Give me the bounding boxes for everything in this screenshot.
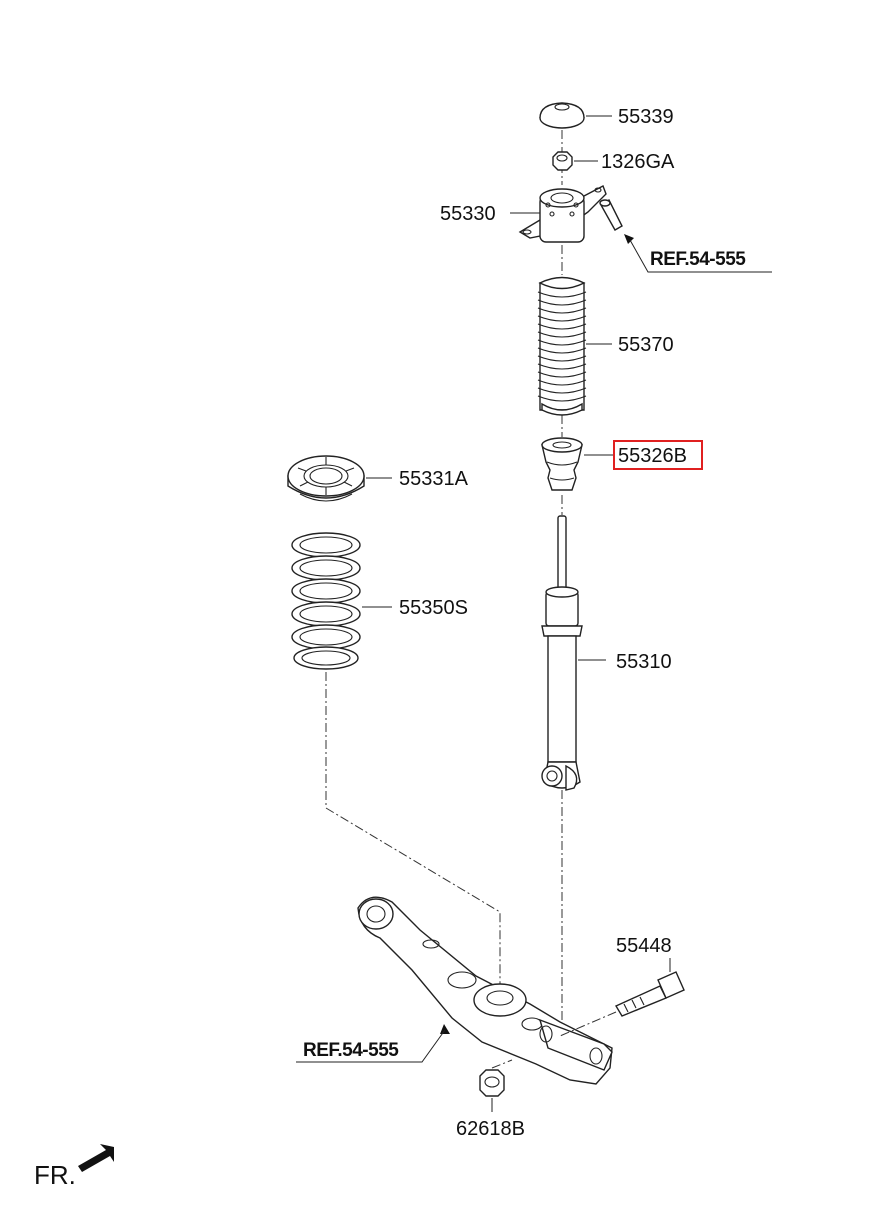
reference-arrow-lower [296,1024,450,1063]
arrow-down-left-icon [78,1144,114,1172]
highlight-box [613,440,703,470]
part-1326ga-nut[interactable] [552,151,573,171]
front-direction-arrow [78,1144,114,1172]
label-55350s: 55350S [399,597,468,619]
label-55331a: 55331A [399,468,469,490]
part-55370-dust-boot[interactable] [537,276,587,416]
spring-axis-line [325,672,501,995]
label-55330: 55330 [440,203,496,225]
reference-arrow-upper [624,234,772,273]
label-1326ga: 1326GA [601,151,675,173]
label-55339: 55339 [618,106,674,128]
bolt-axis-line [559,1011,617,1037]
nut-axis-line [491,1059,513,1069]
part-55330-mount[interactable] [518,185,607,243]
part-55448-bolt[interactable] [614,971,685,1017]
label-ref-lower: REF.54-555 [303,1040,399,1061]
label-55310: 55310 [616,651,672,673]
label-62618b: 62618B [456,1118,525,1140]
label-ref-upper: REF.54-555 [650,249,746,270]
part-55326b-bump-stopper[interactable] [541,437,583,491]
front-direction-label: FR. [34,1160,76,1190]
part-55331a-spring-seat[interactable] [287,455,365,502]
arrow-icon [440,1024,450,1034]
part-55310-shock-absorber[interactable] [541,515,583,791]
label-55370: 55370 [618,334,674,356]
mount-bolt-icon [599,198,623,231]
lower-control-arm[interactable] [357,896,613,1085]
label-55326b: 55326B [618,445,687,467]
arrow-icon [624,234,634,244]
part-62618b-nut[interactable] [479,1069,505,1097]
part-55339-cap[interactable] [539,102,585,129]
part-55350s-coil-spring[interactable] [291,532,361,670]
label-55448: 55448 [616,935,672,957]
